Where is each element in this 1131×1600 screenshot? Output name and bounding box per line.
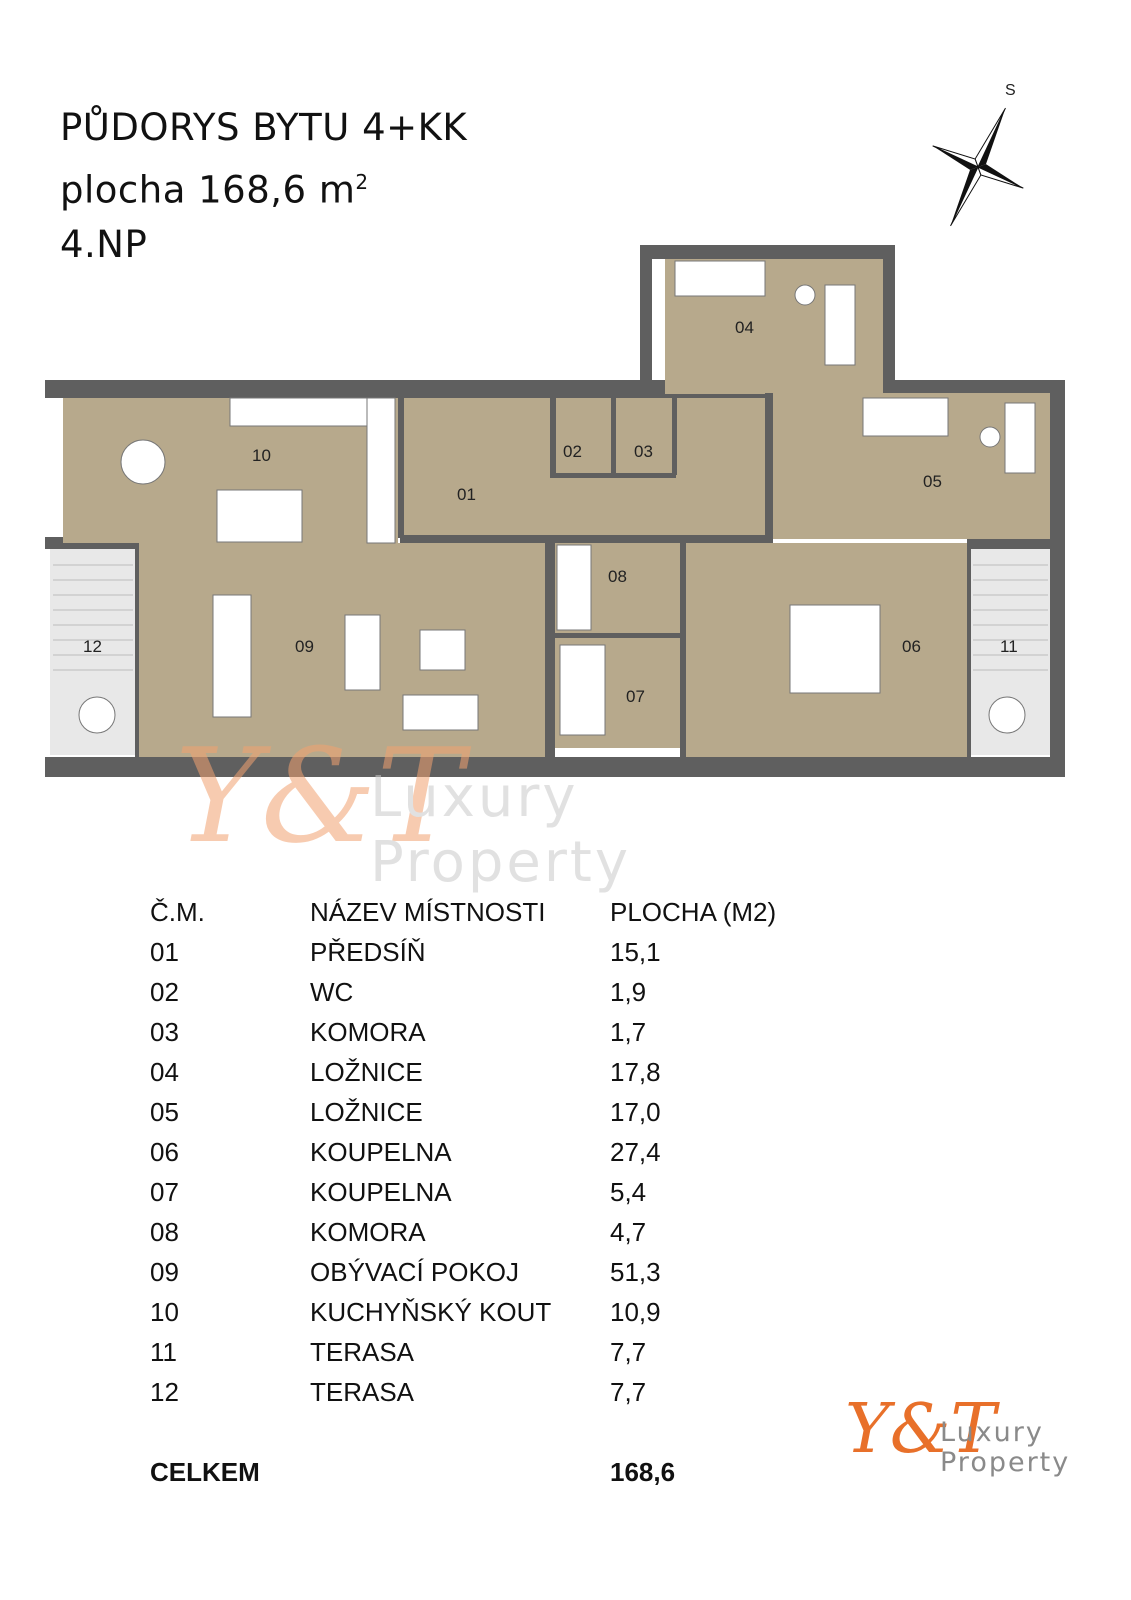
room-label: 04 (735, 318, 754, 337)
row-name: KOMORA (310, 1217, 426, 1247)
dining-table-icon (216, 489, 303, 543)
row-number: 05 (150, 1097, 179, 1127)
row-name: KOUPELNA (310, 1137, 452, 1167)
row-area: 7,7 (610, 1337, 647, 1367)
row-name: LOŽNICE (310, 1057, 423, 1087)
header-number: Č.M. (150, 897, 205, 927)
watermark: Y&T Luxury Property (175, 720, 655, 960)
bed-06-icon (789, 604, 881, 694)
total-value: 168,6 (610, 1457, 676, 1487)
chair-icon (794, 284, 816, 306)
area-unit-sup: 2 (355, 170, 369, 194)
room-02-floor (555, 398, 611, 473)
watermark-word-1: Luxury (370, 765, 579, 830)
row-area: 27,4 (610, 1137, 661, 1167)
row-area: 4,7 (610, 1217, 647, 1247)
row-area: 17,8 (610, 1057, 661, 1087)
logo-word-1: Luxury (940, 1417, 1044, 1448)
row-name: WC (310, 977, 354, 1007)
furniture (78, 260, 1036, 736)
compass-icon: S (932, 82, 1024, 227)
floors (63, 259, 1050, 757)
row-number: 07 (150, 1177, 179, 1207)
row-name: KOMORA (310, 1017, 426, 1047)
desk-05-icon (1004, 402, 1036, 474)
row-number: 01 (150, 937, 179, 967)
logo-word-2: Property (940, 1447, 1071, 1478)
brand-logo: Y&T Luxury Property (845, 1390, 1085, 1515)
logo-monogram: Y&T (845, 1390, 996, 1469)
row-number: 03 (150, 1017, 179, 1047)
row-area: 51,3 (610, 1257, 661, 1287)
terrace-table-12-icon (78, 696, 116, 734)
room-label: 06 (902, 637, 921, 656)
sofa-icon (344, 614, 381, 691)
title-line-floor: 4.NP (60, 223, 148, 267)
room-labels: 01 02 03 04 05 06 07 08 09 10 11 12 (83, 318, 1018, 706)
row-number: 12 (150, 1377, 179, 1407)
row-name: TERASA (310, 1377, 415, 1407)
room-label: 01 (457, 485, 476, 504)
page-title: PŮDORYS BYTU 4+KK plocha 168,6 m2 4.NP (60, 100, 467, 272)
row-area: 5,4 (610, 1177, 647, 1207)
row-number: 08 (150, 1217, 179, 1247)
title-line-layout: PŮDORYS BYTU 4+KK (60, 106, 468, 149)
room-label: 05 (923, 472, 942, 491)
watermark-word-2: Property (370, 830, 631, 895)
compass-north-label: S (1005, 82, 1016, 99)
interior-walls (135, 393, 971, 757)
kitchen-counter-2-icon (366, 397, 396, 544)
room-label: 11 (1000, 637, 1018, 656)
room-label: 10 (252, 446, 271, 465)
row-area: 17,0 (610, 1097, 661, 1127)
bed-04-icon (674, 260, 766, 297)
desk-04-icon (824, 284, 856, 366)
watermark-monogram: Y&T (175, 720, 464, 872)
row-number: 04 (150, 1057, 179, 1087)
header-area: PLOCHA (M2) (610, 897, 777, 927)
row-name: KOUPELNA (310, 1177, 452, 1207)
room-label: 08 (608, 567, 627, 586)
row-area: 10,9 (610, 1297, 661, 1327)
row-number: 09 (150, 1257, 179, 1287)
row-name: LOŽNICE (310, 1097, 423, 1127)
sofa-2-icon (402, 694, 479, 731)
shower-icon (559, 644, 606, 736)
long-table-icon (212, 594, 252, 718)
round-table-icon (120, 439, 166, 485)
row-number: 11 (150, 1337, 177, 1367)
title-line-area: plocha 168,6 m2 (60, 155, 467, 217)
header-name: NÁZEV MÍSTNOSTI (310, 897, 546, 927)
row-area: 7,7 (610, 1377, 647, 1407)
row-name: OBÝVACÍ POKOJ (310, 1257, 520, 1287)
row-area: 1,9 (610, 977, 647, 1007)
area-text: plocha 168,6 m (60, 168, 356, 212)
floor-plan: 01 02 03 04 05 06 07 08 09 10 11 12 (45, 245, 1065, 777)
total-label: CELKEM (150, 1457, 260, 1487)
coffee-table-icon (419, 629, 466, 671)
row-area: 15,1 (610, 937, 661, 967)
chair-2-icon (979, 426, 1001, 448)
row-name: TERASA (310, 1337, 415, 1367)
row-area: 1,7 (610, 1017, 647, 1047)
row-name: PŘEDSÍŇ (310, 937, 426, 967)
room-label: 03 (634, 442, 653, 461)
room-label: 07 (626, 687, 645, 706)
room-03-floor (615, 398, 671, 473)
row-number: 06 (150, 1137, 179, 1167)
room-label: 09 (295, 637, 314, 656)
row-name: KUCHYŇSKÝ KOUT (310, 1297, 552, 1327)
room-label: 02 (563, 442, 582, 461)
bed-05-icon (862, 397, 949, 437)
row-number: 02 (150, 977, 179, 1007)
room-label: 12 (83, 637, 102, 656)
terrace-table-11-icon (988, 696, 1026, 734)
bathtub-icon (556, 544, 592, 631)
row-number: 10 (150, 1297, 179, 1327)
